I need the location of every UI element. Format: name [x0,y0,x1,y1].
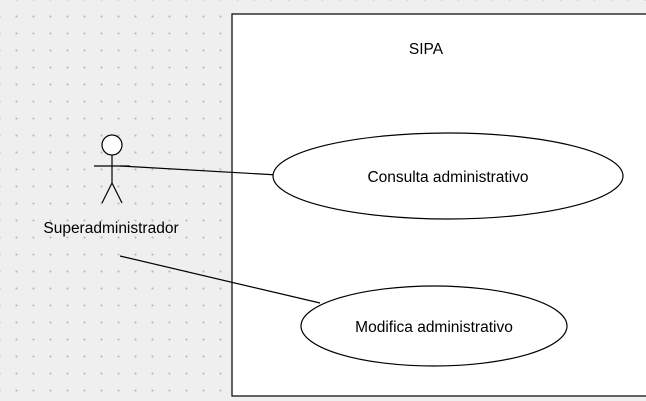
system-name: SIPA [409,41,444,58]
actor[interactable]: Superadministrador [43,134,179,237]
use-case-ellipse [300,285,568,367]
association-line-consulta[interactable] [119,165,279,176]
use-case-ellipse [272,132,624,220]
actor-stick-figure-icon [94,134,130,204]
actor-name: Superadministrador [43,220,178,237]
use-case-label: Consulta administrativo [367,169,528,186]
association-line-modifica[interactable] [119,255,321,304]
use-case-consulta-administrativo[interactable]: Consulta administrativo [272,132,624,220]
use-case-modifica-administrativo[interactable]: Modifica administrativo [300,285,568,367]
use-case-label: Modifica administrativo [355,319,513,336]
